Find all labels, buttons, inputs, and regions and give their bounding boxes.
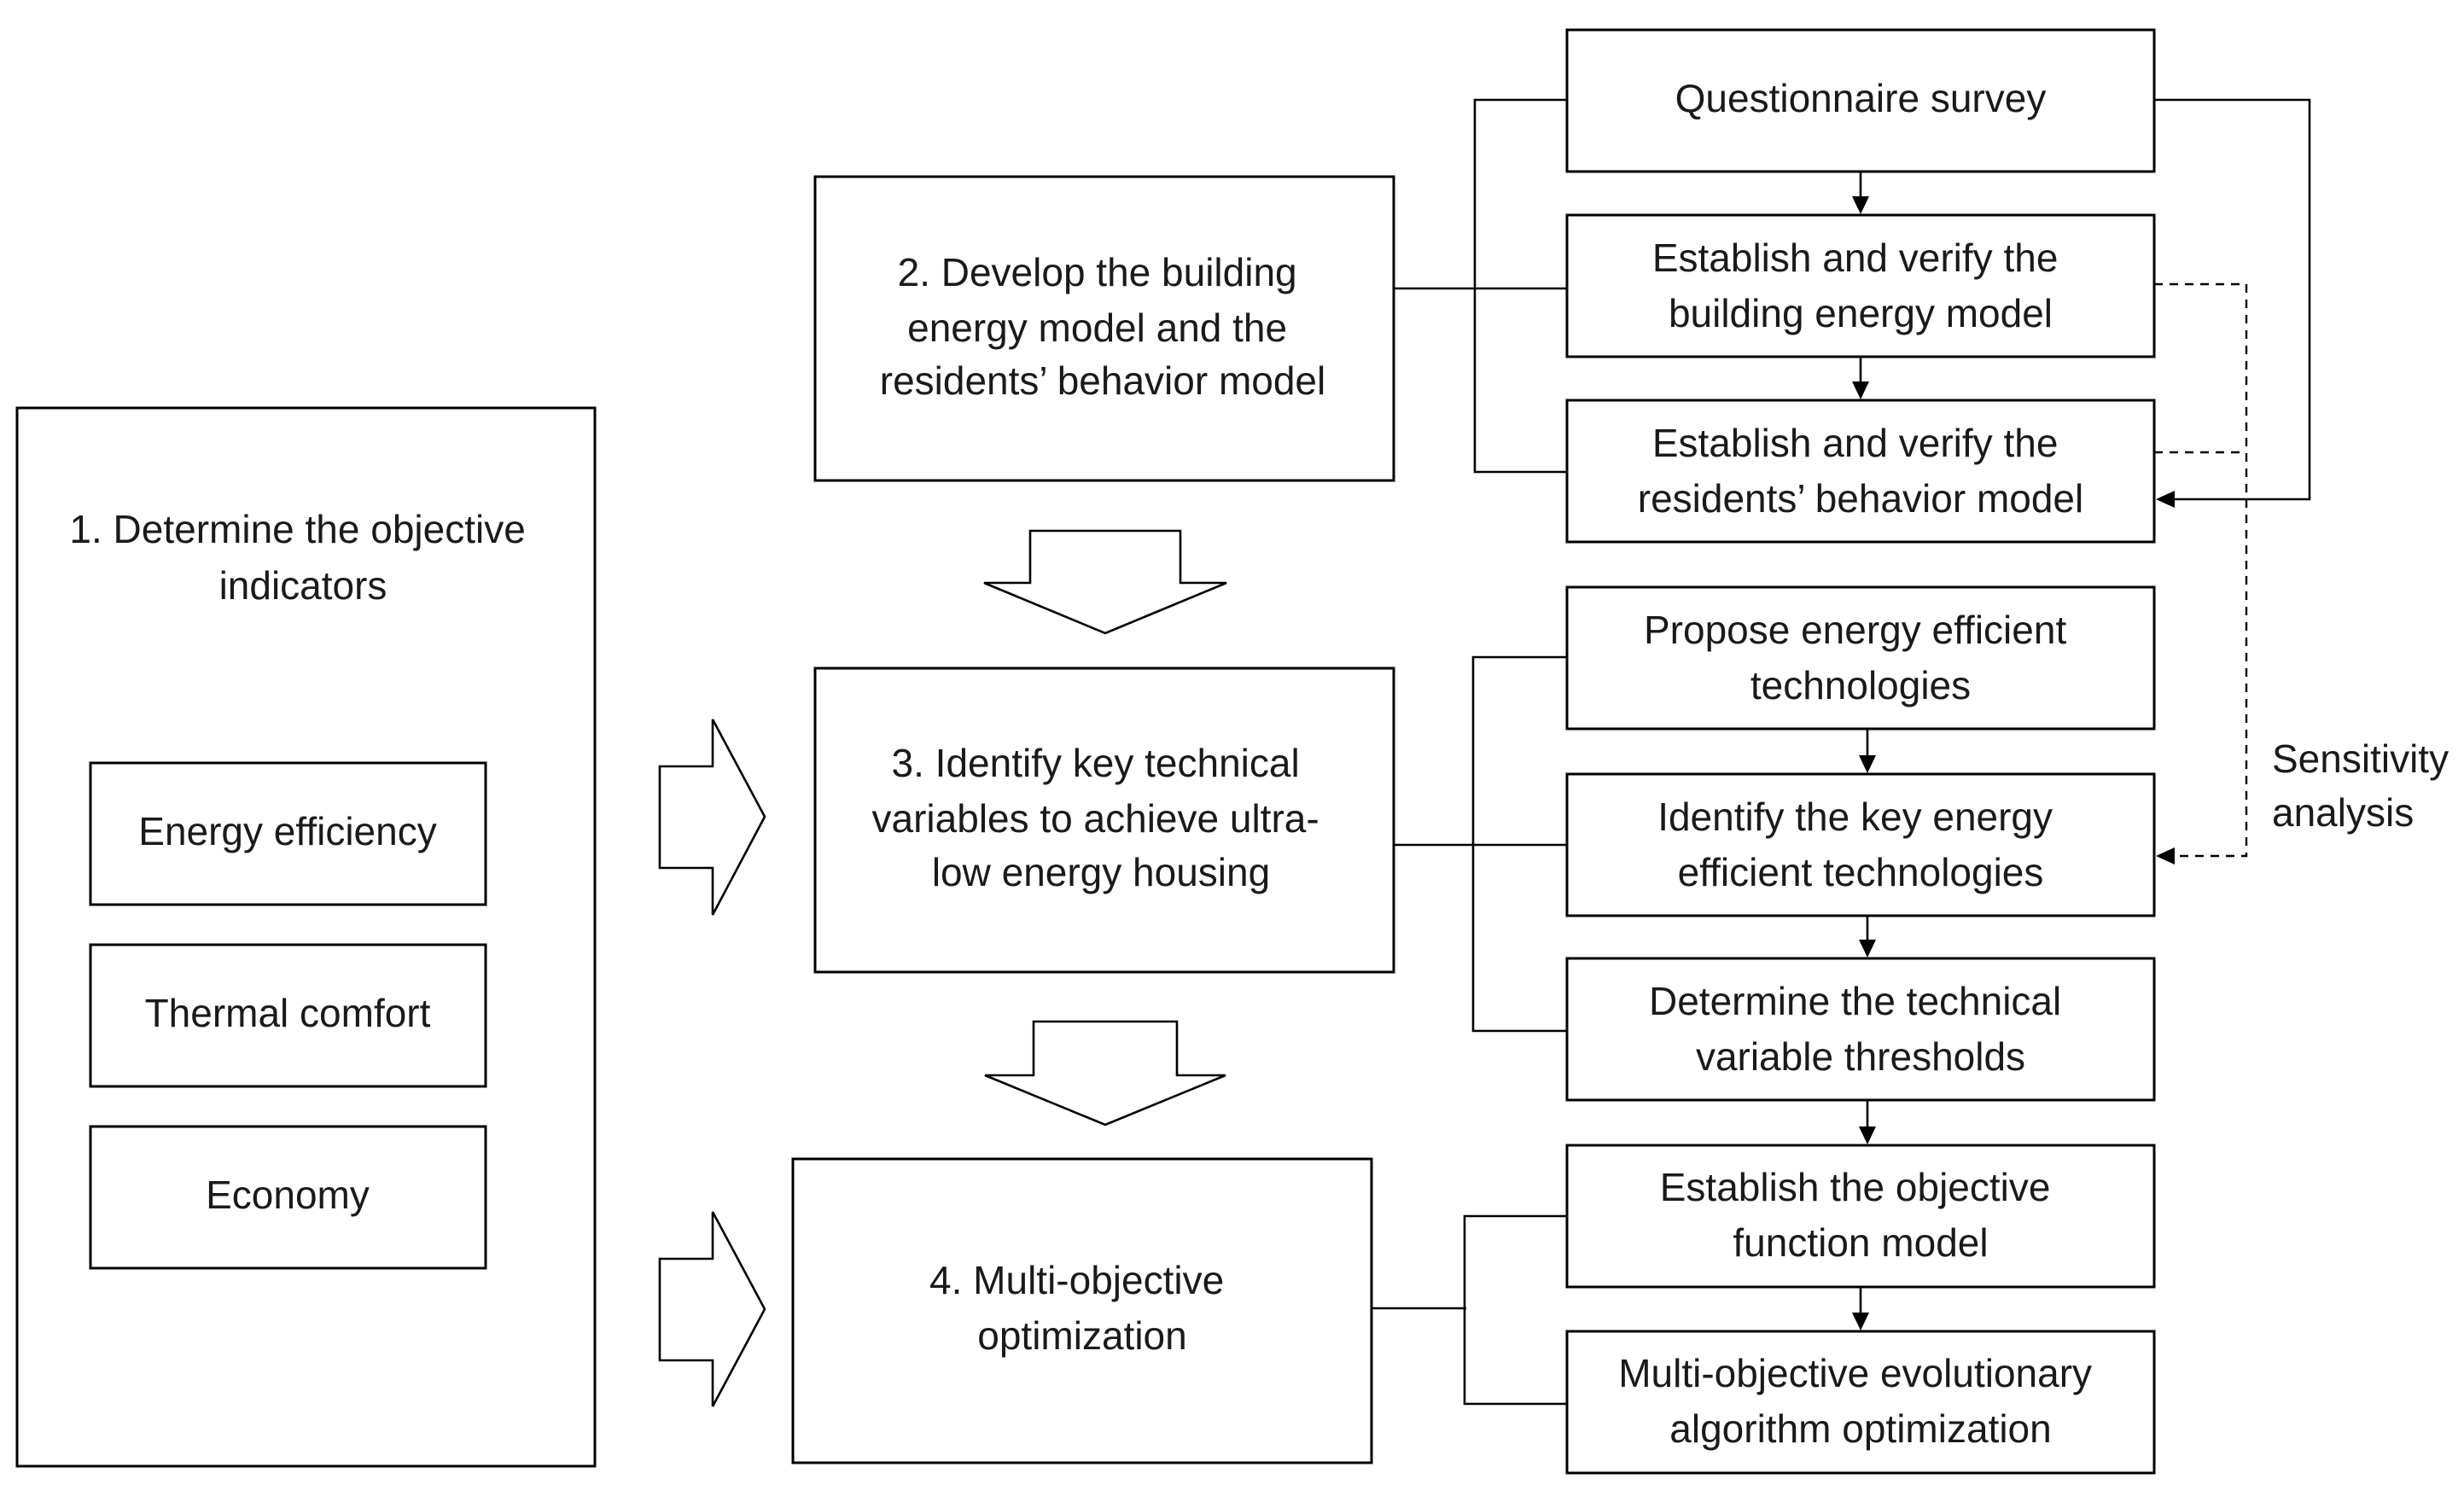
indicator-economy-label: Economy (206, 1173, 370, 1217)
small-arrow-1 (1852, 172, 1869, 214)
questionnaire-feedback-arrow (2154, 98, 2311, 508)
step2-box (813, 175, 1395, 482)
substep-questionnaire-label: Questionnaire survey (1675, 76, 2047, 120)
right-arrow-to-step4 (658, 1211, 766, 1407)
small-arrow-5 (1859, 1100, 1876, 1144)
bracket-step2 (1473, 98, 1567, 474)
small-arrow-2 (1852, 357, 1869, 399)
substep-objective-function-label: Establish the objective function model (1660, 1165, 2062, 1265)
substep-building-model-label: Establish and verify the building energy… (1652, 236, 2069, 335)
substep-questionnaire (1565, 28, 2156, 173)
down-arrow-step2-to-step3 (983, 529, 1227, 635)
sensitivity-dashed-arrow (2154, 282, 2248, 865)
step2-title: 2. Develop the building energy model and… (880, 250, 1325, 403)
step4-title: 4. Multi-objective optimization (929, 1258, 1235, 1358)
indicator-economy (89, 1125, 487, 1270)
indicator-thermal-comfort-label: Thermal comfort (145, 991, 431, 1035)
indicator-thermal-comfort (89, 943, 487, 1088)
step3-title: 3. Identify key technical variables to a… (872, 741, 1331, 894)
sensitivity-analysis-label: Sensitivity analysis (2272, 736, 2460, 835)
substep-thresholds (1565, 957, 2156, 1102)
indicator-energy-efficiency-label: Energy efficiency (138, 809, 436, 853)
bracket-step4 (1463, 1214, 1567, 1406)
substep-behavior-model (1565, 399, 2156, 544)
indicator-energy-efficiency (89, 761, 487, 906)
substep-thresholds-label: Determine the technical variable thresho… (1649, 979, 2072, 1079)
substep-objective-function (1565, 1144, 2156, 1289)
right-arrow-to-step3 (658, 719, 766, 916)
step3-box (813, 667, 1395, 974)
step1-box (15, 406, 597, 1468)
small-arrow-3 (1859, 729, 1876, 773)
step1-title: 1. Determine the objective indicators (69, 507, 536, 608)
substep-identify-tech-label: Identify the key energy efficient techno… (1657, 795, 2064, 894)
substep-moea-label: Multi-objective evolutionary algorithm o… (1618, 1351, 2103, 1451)
down-arrow-step3-to-step4 (984, 1020, 1226, 1126)
bracket-step3 (1471, 655, 1567, 1033)
substep-behavior-model-label: Establish and verify the residents’ beha… (1638, 421, 2083, 521)
small-arrow-6 (1852, 1287, 1869, 1330)
substep-moea (1565, 1330, 2156, 1475)
substep-propose-tech (1565, 585, 2156, 731)
substep-propose-tech-label: Propose energy efficient technologies (1644, 608, 2077, 707)
step4-box (791, 1157, 1373, 1464)
substep-identify-tech (1565, 772, 2156, 917)
small-arrow-4 (1859, 916, 1876, 958)
